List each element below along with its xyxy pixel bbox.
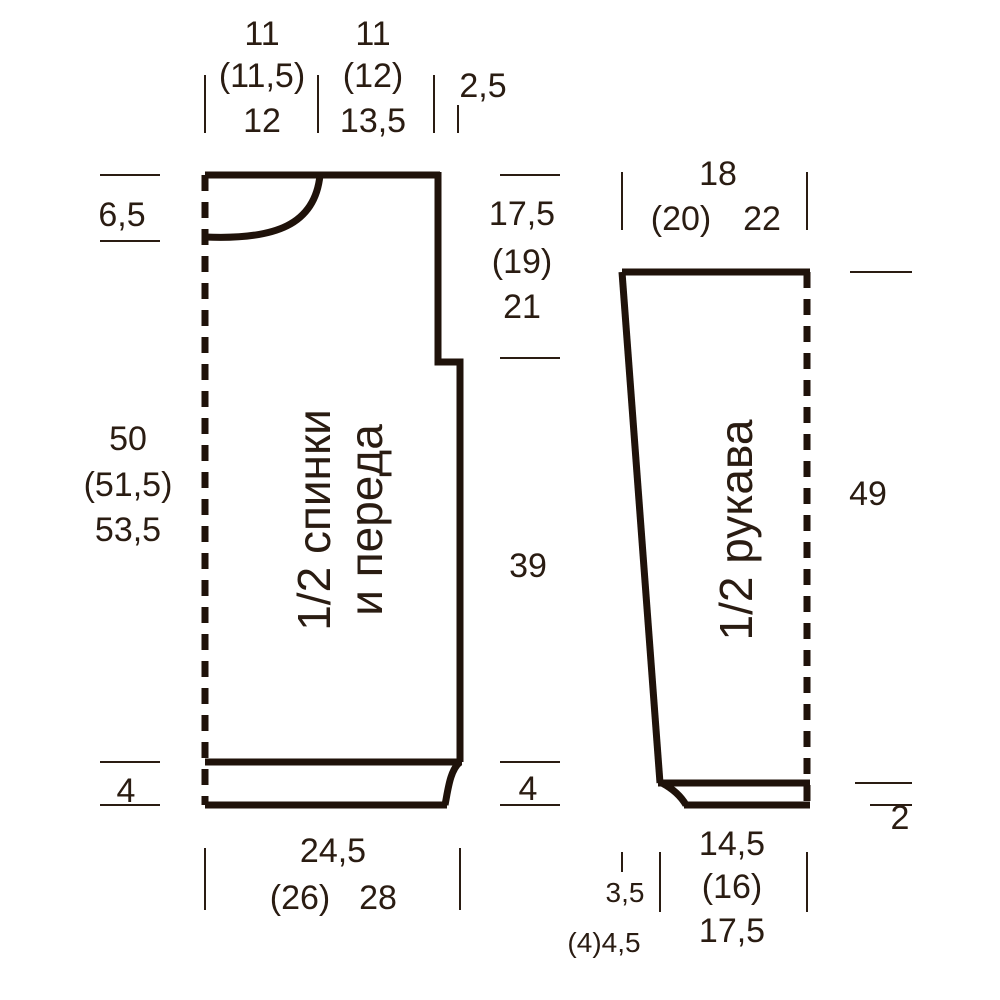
svg-text:17,5: 17,5: [489, 195, 555, 233]
sleeve-top-width: 18 (20) 22: [651, 155, 781, 238]
body-top-step: 2,5: [459, 67, 506, 105]
body-bottom-width-third: 28: [359, 879, 397, 917]
svg-text:18: 18: [699, 155, 737, 193]
body-piece-label-line2: и переда: [340, 424, 392, 616]
svg-text:17,5: 17,5: [699, 912, 765, 950]
svg-text:(51,5): (51,5): [84, 466, 173, 504]
sleeve-bottom-width: 14,5 (16) 17,5: [699, 825, 765, 950]
body-piece-label-line1: 1/2 спинки: [288, 409, 340, 631]
sleeve-piece: 1/2 рукава: [618, 268, 811, 809]
sleeve-taper: 3,5 (4)4,5: [567, 877, 644, 958]
sleeve-slant-edge: [618, 271, 664, 784]
svg-text:24,5: 24,5: [300, 832, 366, 870]
svg-text:21: 21: [503, 288, 541, 326]
body-neckline-curve: [204, 174, 324, 241]
svg-text:53,5: 53,5: [95, 511, 161, 549]
svg-text:11: 11: [355, 15, 390, 53]
body-rib-left: 4: [117, 772, 136, 810]
svg-text:12: 12: [243, 102, 281, 140]
svg-text:(16): (16): [702, 868, 762, 906]
svg-text:50: 50: [109, 420, 147, 458]
svg-text:3,5: 3,5: [606, 877, 645, 908]
body-armhole-side-outline: [434, 172, 464, 762]
body-top-shoulder-width: 11 (12) 13,5: [340, 15, 406, 140]
svg-text:(12): (12): [343, 57, 403, 95]
body-neck-depth: 6,5: [98, 196, 145, 234]
svg-text:(26): (26): [270, 879, 330, 917]
body-total-length: 50 (51,5) 53,5: [84, 420, 173, 549]
sleeve-cuff-height: 2: [891, 799, 910, 837]
svg-text:(11,5): (11,5): [219, 57, 305, 95]
sleeve-dimension-ticks: [621, 172, 912, 912]
sleeve-piece-label: 1/2 рукава: [710, 419, 762, 640]
svg-text:(4)4,5: (4)4,5: [567, 927, 640, 958]
body-armhole-height: 17,5 (19) 21: [489, 195, 555, 326]
body-piece: 1/2 спинки и переда: [201, 171, 464, 809]
body-top-neck-width: 11 (11,5) 12: [219, 15, 305, 140]
body-bottom-width: 24,5 (26): [270, 832, 366, 917]
body-dimension-ticks: [100, 75, 560, 910]
svg-text:14,5: 14,5: [699, 825, 765, 863]
body-side-length: 39: [509, 547, 547, 585]
svg-text:13,5: 13,5: [340, 102, 406, 140]
body-rib-side-curve: [441, 759, 463, 806]
body-rib-right: 4: [519, 770, 538, 808]
svg-text:22: 22: [743, 200, 781, 238]
sleeve-length: 49: [849, 475, 887, 513]
svg-text:(20): (20): [651, 200, 711, 238]
svg-text:11: 11: [244, 15, 279, 53]
svg-text:(19): (19): [492, 243, 552, 281]
